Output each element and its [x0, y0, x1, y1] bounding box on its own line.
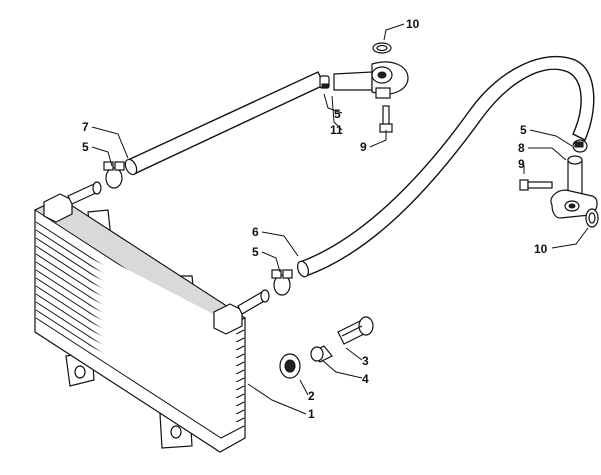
callout-10-top: 10 — [406, 17, 420, 31]
hose-clamp-left — [103, 161, 125, 189]
drain-bolt — [337, 316, 374, 345]
callout-3: 3 — [362, 354, 369, 368]
callout-10-right: 10 — [534, 242, 548, 256]
callout-8: 8 — [518, 141, 525, 155]
upper-hose — [124, 71, 325, 176]
callout-6: 6 — [252, 225, 259, 239]
right-hose — [296, 55, 595, 278]
leader-lines — [91, 23, 589, 415]
callout-5-mid: 5 — [252, 245, 259, 259]
callout-9-top: 9 — [360, 140, 367, 154]
hose-clamp-mid — [271, 269, 293, 296]
cooler-fins — [35, 221, 245, 439]
upper-oring — [372, 42, 392, 54]
oil-cooler — [33, 181, 270, 453]
callout-labels: 10 5 11 9 7 5 5 8 9 10 6 5 3 4 2 1 — [82, 17, 548, 421]
callout-5-left: 5 — [82, 140, 89, 154]
callout-2: 2 — [308, 389, 315, 403]
grommet — [279, 353, 301, 379]
hose-clamp-upper — [319, 75, 330, 89]
spacer — [310, 345, 333, 363]
callout-4: 4 — [362, 372, 369, 386]
upper-bolt — [379, 105, 393, 133]
callout-5-right: 5 — [520, 123, 527, 137]
callout-1: 1 — [308, 407, 315, 421]
callout-7: 7 — [82, 120, 89, 134]
right-bolt — [519, 179, 553, 191]
callout-11: 11 — [330, 123, 343, 137]
callout-9-right: 9 — [518, 157, 525, 171]
right-fitting — [550, 155, 598, 219]
callout-5-top: 5 — [334, 107, 341, 121]
hose-clamp-right — [572, 139, 588, 153]
upper-fitting — [333, 61, 409, 99]
right-oring — [585, 208, 599, 228]
